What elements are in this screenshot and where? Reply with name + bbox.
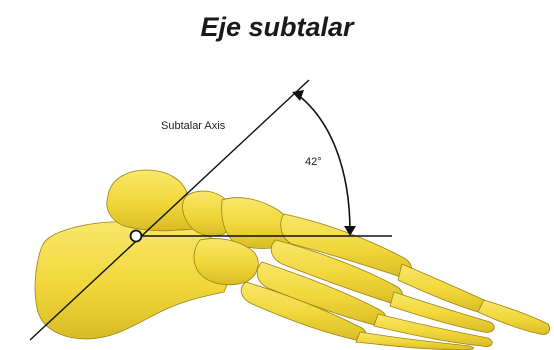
angle-value-label: 42° [305,156,322,168]
foot-bones [35,170,550,350]
pivot-point [131,231,142,242]
subtalar-axis-label: Subtalar Axis [161,120,225,132]
